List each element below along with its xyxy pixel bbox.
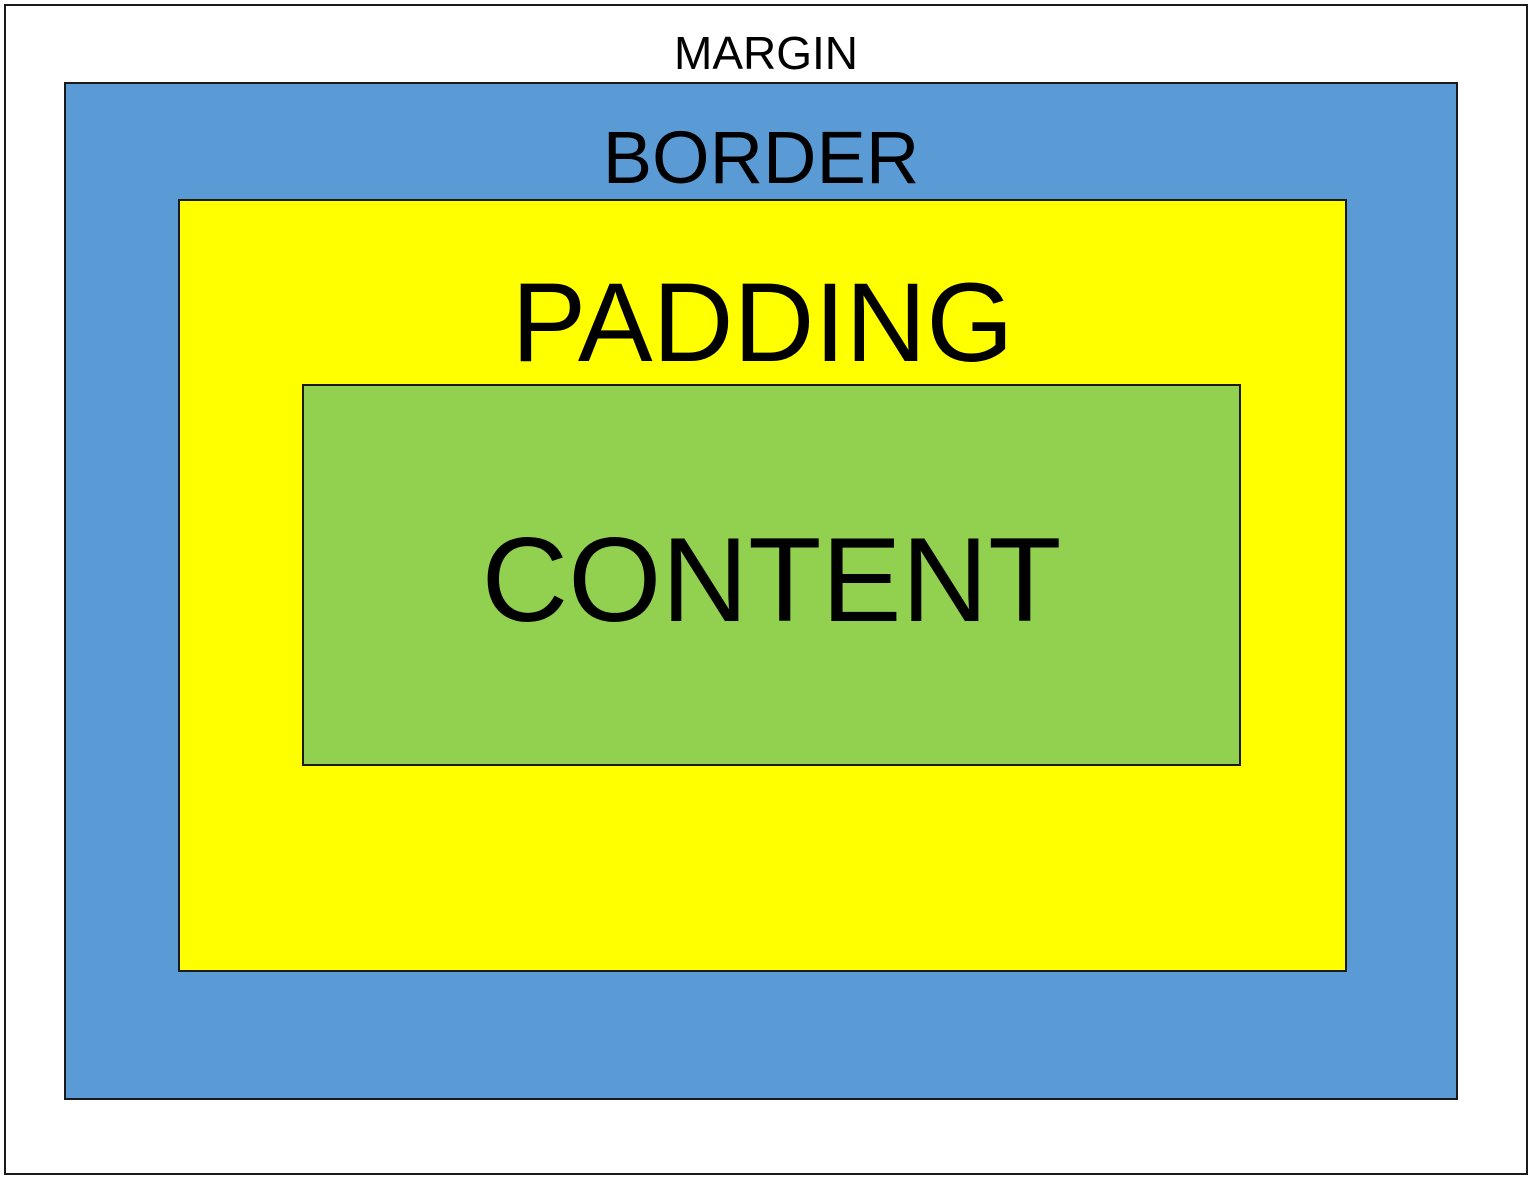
border-box: BORDER PADDING CONTENT: [64, 82, 1458, 1100]
padding-box: PADDING CONTENT: [178, 199, 1347, 972]
content-label: CONTENT: [481, 513, 1062, 647]
content-box: CONTENT: [302, 384, 1241, 766]
border-label: BORDER: [602, 116, 920, 199]
margin-label: MARGIN: [674, 27, 858, 79]
padding-label: PADDING: [511, 260, 1014, 385]
margin-box: MARGIN BORDER PADDING CONTENT: [4, 4, 1528, 1175]
